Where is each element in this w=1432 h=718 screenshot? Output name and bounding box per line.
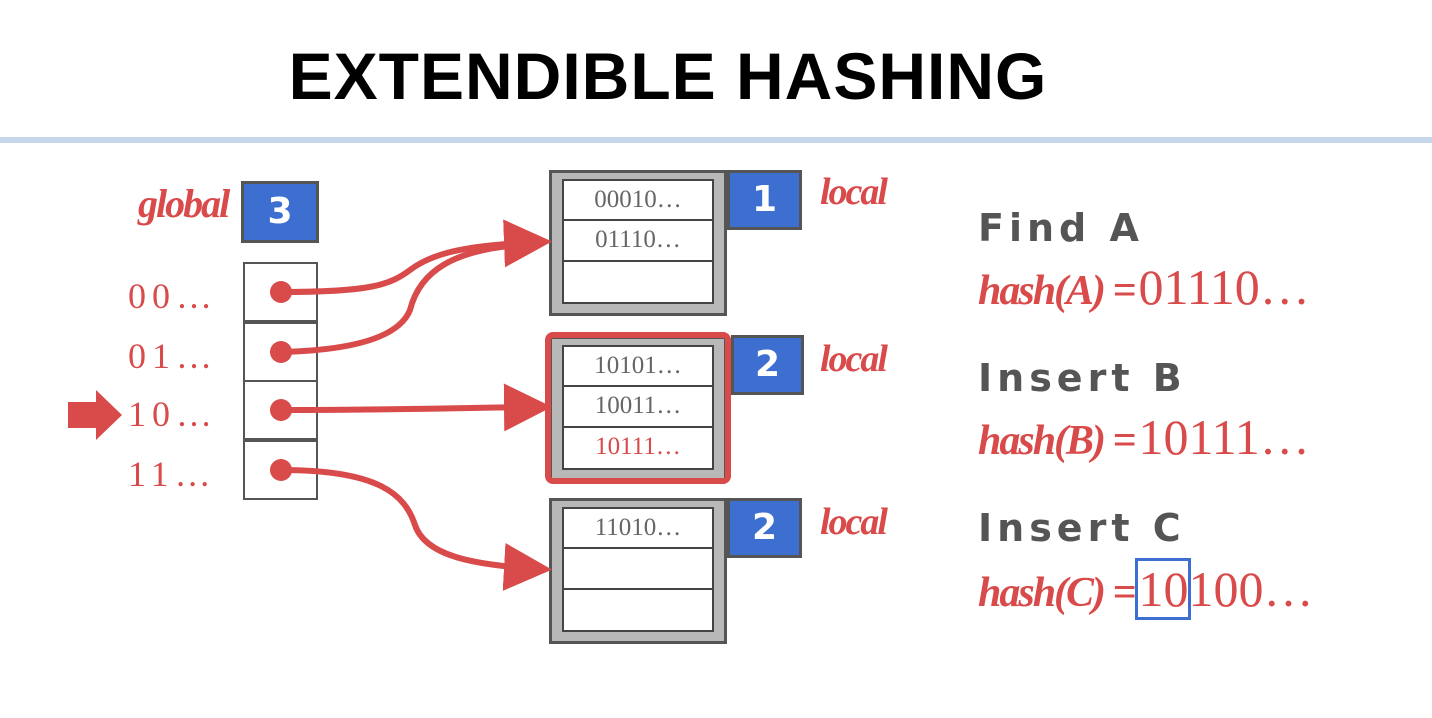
bucket-2-slots: 10101… 10011… 10111… — [562, 345, 714, 470]
pointer-dot-00 — [270, 281, 292, 303]
hash-line-c: hash(C) = 10100… — [978, 558, 1314, 620]
page-title-text: EXTENDIBLE HASHING — [288, 39, 1048, 113]
directory-label-11: 11… — [128, 454, 217, 494]
hash-value-c: 10100… — [1135, 558, 1314, 620]
pointer-00-to-bucket-1 — [280, 219, 552, 295]
bucket-2-local-depth: 2 — [731, 335, 804, 395]
bucket-1-entry-2: 01110… — [564, 221, 712, 262]
bucket-1-local-depth: 1 — [727, 170, 802, 230]
bucket-3-slots: 11010… — [562, 507, 714, 632]
bucket-1-local-label: local — [820, 171, 888, 213]
operation-insert-c: Insert C — [978, 506, 1186, 550]
bucket-2-entry-2: 10011… — [564, 387, 712, 428]
pointer-dot-11 — [270, 459, 292, 481]
hash-fn-c: hash(C) = — [978, 570, 1136, 616]
operation-find-a: Find A — [978, 206, 1144, 250]
hash-value-c-highlighted-bits: 10 — [1135, 558, 1192, 620]
bucket-3-entry-2 — [564, 549, 712, 590]
directory-label-01: 01… — [128, 336, 218, 376]
pointer-11-to-bucket-3 — [280, 467, 552, 591]
global-depth-label: global — [138, 181, 230, 226]
bucket-2: 10101… 10011… 10111… — [549, 336, 727, 482]
global-depth-box: 3 — [241, 181, 319, 243]
directory-label-10: 10… — [128, 394, 218, 434]
bucket-1-entry-1: 00010… — [564, 181, 712, 222]
hash-fn-a: hash(A) = — [978, 268, 1136, 314]
bucket-3-local-depth: 2 — [727, 498, 802, 558]
operation-insert-b: Insert B — [978, 356, 1187, 400]
bucket-2-entry-1: 10101… — [564, 347, 712, 388]
pointer-dot-01 — [270, 341, 292, 363]
pointer-01-to-bucket-1 — [280, 242, 521, 355]
bucket-3: 11010… — [549, 498, 727, 644]
bucket-1: 00010… 01110… — [549, 170, 727, 316]
hash-value-b: 10111… — [1138, 409, 1310, 465]
directory-label-00: 00… — [128, 276, 218, 316]
pointer-dot-10 — [270, 399, 292, 421]
page-title: EXTENDIBLE HASHING — [0, 38, 1432, 114]
hash-fn-b: hash(B) = — [978, 418, 1136, 464]
title-divider — [0, 137, 1432, 143]
bucket-2-entry-3: 10111… — [595, 432, 681, 460]
bucket-3-local-label: local — [820, 501, 888, 543]
bucket-1-slots: 00010… 01110… — [562, 179, 714, 304]
bucket-2-local-label: local — [820, 338, 888, 380]
pointer-10-to-bucket-2 — [280, 383, 552, 432]
hash-line-b: hash(B) = 10111… — [978, 408, 1310, 466]
bucket-3-entry-1: 11010… — [564, 509, 712, 550]
hash-line-a: hash(A) = 01110… — [978, 258, 1310, 316]
current-slot-arrow-icon — [68, 390, 122, 440]
hash-value-a: 01110… — [1138, 259, 1310, 315]
